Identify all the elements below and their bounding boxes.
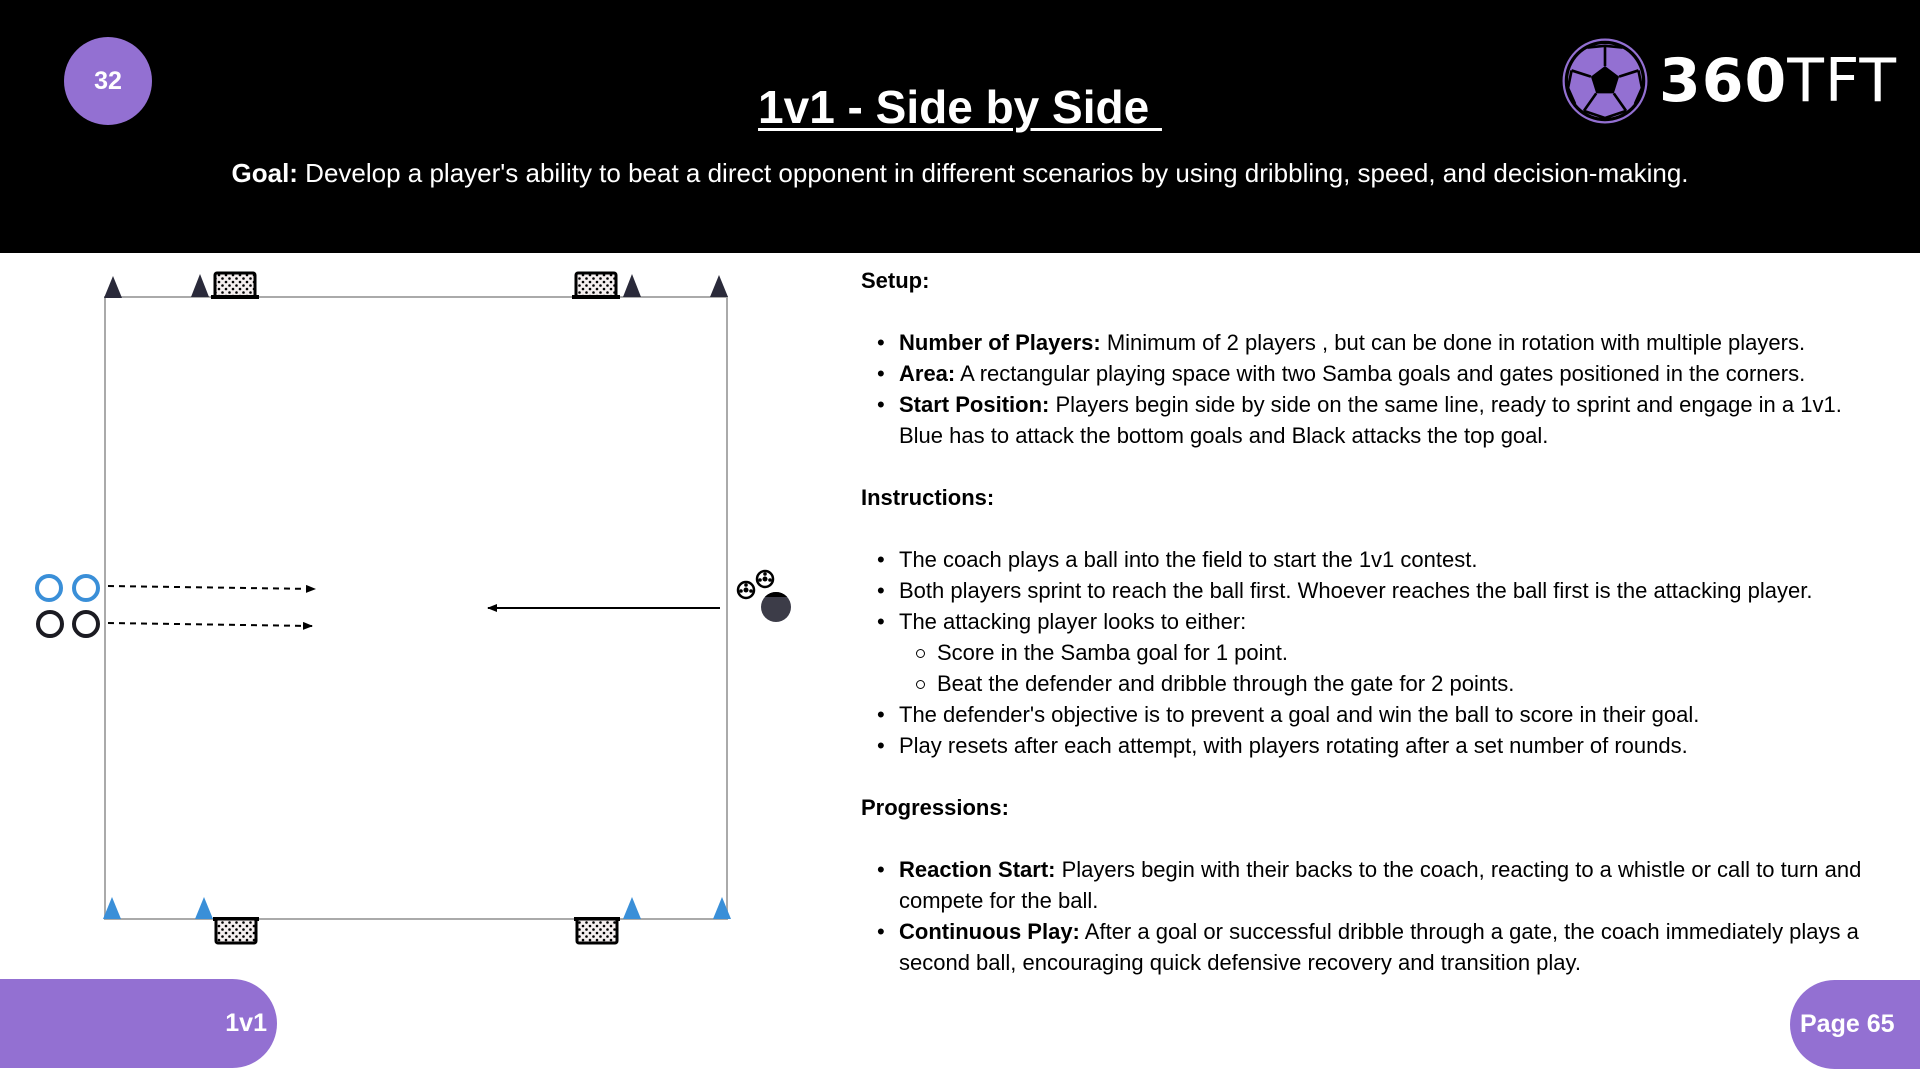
- item-label: Start Position:: [899, 392, 1050, 417]
- player-black-icon: [72, 610, 100, 638]
- instructions-section: Instructions: The coach plays a ball int…: [861, 482, 1891, 761]
- page-title: 1v1 - Side by Side: [758, 81, 1162, 133]
- drill-number-badge: 32: [64, 37, 152, 125]
- setup-section: Setup: Number of Players: Minimum of 2 p…: [861, 265, 1891, 451]
- list-item: The defender's objective is to prevent a…: [877, 699, 1891, 730]
- goal-text: Develop a player's ability to beat a dir…: [297, 158, 1689, 188]
- progressions-list: Reaction Start: Players begin with their…: [861, 854, 1891, 978]
- item-text: The attacking player looks to either:: [899, 609, 1247, 634]
- bottom-cones: [103, 897, 731, 919]
- item-label: Reaction Start:: [899, 857, 1056, 882]
- brand-logo: 360TFT: [1561, 36, 1897, 126]
- cone-icon: [103, 897, 121, 919]
- run-arrow-black: [107, 621, 313, 630]
- list-item: Play resets after each attempt, with pla…: [877, 730, 1891, 761]
- progressions-section: Progressions: Reaction Start: Players be…: [861, 792, 1891, 978]
- list-item: Start Position: Players begin side by si…: [877, 389, 1891, 451]
- setup-heading: Setup:: [861, 268, 930, 293]
- progressions-heading: Progressions:: [861, 795, 1009, 820]
- goal-label: Goal:: [231, 158, 298, 188]
- drill-diagram: [35, 271, 791, 945]
- category-tab: 1v1: [0, 979, 277, 1068]
- cone-icon: [195, 897, 213, 919]
- brand-wordmark-bold: 360: [1659, 46, 1788, 116]
- black-players: [36, 610, 100, 638]
- cone-icon: [623, 274, 641, 297]
- samba-goal-icon: [572, 271, 620, 299]
- item-text: After a goal or successful dribble throu…: [899, 919, 1859, 975]
- list-item: Number of Players: Minimum of 2 players …: [877, 327, 1891, 358]
- list-item: The attacking player looks to either: Sc…: [877, 606, 1891, 699]
- cone-icon: [710, 275, 728, 297]
- list-item: The coach plays a ball into the field to…: [877, 544, 1891, 575]
- soccer-ball-icon: [1562, 38, 1648, 124]
- cone-icon: [713, 897, 731, 919]
- item-text: Minimum of 2 players , but can be done i…: [1100, 330, 1806, 355]
- samba-goal-icon: [574, 917, 620, 945]
- goal-statement: Goal: Develop a player's ability to beat…: [0, 158, 1920, 189]
- run-arrow-blue: [107, 584, 316, 593]
- item-text: Players begin side by side on the same l…: [899, 392, 1842, 448]
- drill-description: Setup: Number of Players: Minimum of 2 p…: [861, 265, 1891, 1009]
- drill-number: 32: [94, 66, 122, 95]
- ball-icon: [755, 569, 775, 589]
- list-item: Both players sprint to reach the ball fi…: [877, 575, 1891, 606]
- blue-players: [35, 574, 100, 602]
- instructions-sublist: Score in the Samba goal for 1 point. Bea…: [899, 637, 1891, 699]
- category-label: 1v1: [225, 1009, 267, 1037]
- samba-goal-icon: [211, 271, 259, 299]
- list-item: Reaction Start: Players begin with their…: [877, 854, 1891, 916]
- coach-icon: [761, 592, 791, 622]
- setup-list: Number of Players: Minimum of 2 players …: [861, 327, 1891, 451]
- cone-icon: [104, 276, 122, 298]
- item-text: A rectangular playing space with two Sam…: [955, 361, 1806, 386]
- top-cones: [104, 274, 728, 298]
- cone-icon: [623, 897, 641, 919]
- brand-wordmark: 360TFT: [1659, 46, 1897, 116]
- page-number: Page 65: [1800, 1010, 1895, 1038]
- player-blue-icon: [35, 574, 63, 602]
- sub-list-item: Beat the defender and dribble through th…: [916, 668, 1891, 699]
- header-bar: 32 1v1 - Side by Side Goal: Develop a pl…: [0, 0, 1920, 253]
- sub-list-item: Score in the Samba goal for 1 point.: [916, 637, 1891, 668]
- brand-wordmark-light: TFT: [1787, 46, 1898, 116]
- page-number-tab: Page 65: [1790, 980, 1920, 1069]
- samba-goal-icon: [213, 917, 259, 945]
- player-black-icon: [36, 610, 64, 638]
- list-item: Continuous Play: After a goal or success…: [877, 916, 1891, 978]
- instructions-heading: Instructions:: [861, 485, 995, 510]
- item-label: Continuous Play:: [899, 919, 1080, 944]
- list-item: Area: A rectangular playing space with t…: [877, 358, 1891, 389]
- cone-icon: [191, 274, 209, 297]
- player-blue-icon: [72, 574, 100, 602]
- item-text: Players begin with their backs to the co…: [899, 857, 1862, 913]
- item-label: Area:: [899, 361, 956, 386]
- ball-icon: [736, 580, 756, 600]
- item-label: Number of Players:: [899, 330, 1101, 355]
- instructions-list: The coach plays a ball into the field to…: [861, 544, 1891, 761]
